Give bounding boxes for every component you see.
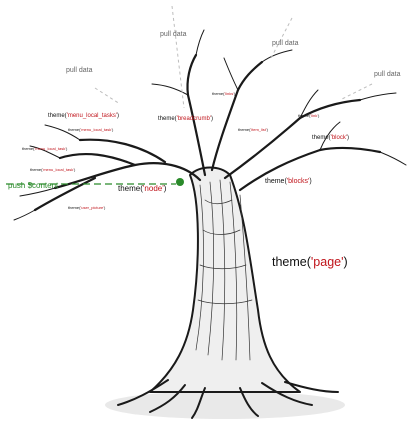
theme-close: ) [74,167,76,172]
theme-user-picture: theme('user_picture') [68,205,106,210]
pull-data-label-4: pull data [374,71,401,78]
tree-roots [117,379,339,419]
theme-menu-local-task-c: theme('menu_local_task') [30,167,76,172]
theme-close: ) [104,205,106,210]
theme-close: ) [318,113,320,118]
theme-fn: theme( [212,91,225,96]
push-target-marker [176,178,184,186]
theme-fn: theme( [30,167,43,172]
theme-fn: theme( [22,146,35,151]
theme-close: ) [211,116,213,122]
theme-node: theme('node') [118,184,167,193]
pull-arrow-3 [269,17,293,61]
theme-close: ) [117,113,119,119]
theme-breadcrumb: theme('breadcrumb') [158,116,213,122]
tree-branches [33,53,382,212]
theme-close: ) [112,127,114,132]
ground-shadow [105,391,345,419]
theme-close: ) [234,91,236,96]
pull-data-label-3: pull data [272,40,299,47]
theme-fn: theme( [68,205,81,210]
theme-fn: theme( [238,127,251,132]
theme-arg: 'links' [224,91,234,96]
push-content-label: push $content [8,181,59,190]
theme-links: theme('links') [212,91,236,96]
theme-menu-local-task-b: theme('menu_local_task') [22,146,68,151]
tree-twigs [13,29,407,221]
theme-close: ) [347,135,349,141]
theme-fn: theme( [312,135,331,141]
theme-arg: 'link' [310,113,318,118]
tree-illustration [13,29,407,419]
theme-fn: theme( [272,255,312,269]
pull-data-label-1: pull data [66,67,93,74]
theme-close: ) [164,184,167,193]
theme-block: theme('block') [312,135,349,141]
theme-arg: 'breadcrumb' [177,116,211,122]
theme-arg: 'page' [311,255,344,269]
theme-close: ) [344,255,348,269]
theme-arg: 'menu_local_task' [34,146,66,151]
theme-item-list: theme('item_list') [238,127,269,132]
theme-fn: theme( [48,113,67,119]
theme-fn: theme( [265,178,287,185]
pull-arrow-1 [94,87,121,105]
theme-arg: 'item_list' [250,127,266,132]
theme-close: ) [267,127,269,132]
theme-arg: 'menu_local_tasks' [67,113,117,119]
theme-menu-local-task-a: theme('menu_local_task') [68,127,114,132]
pull-arrows [94,5,373,109]
trunk-hatching [195,179,253,361]
theme-arg: 'block' [331,135,347,141]
theme-arg: 'menu_local_task' [80,127,112,132]
theme-menu-local-tasks: theme('menu_local_tasks') [48,113,119,119]
theme-close: ) [309,178,311,185]
pull-arrow-2 [171,5,185,109]
theme-page: theme('page') [272,255,348,269]
theme-close: ) [66,146,68,151]
theme-fn: theme( [298,113,311,118]
theme-arg: 'blocks' [287,178,310,185]
theme-arg: 'menu_local_task' [42,167,74,172]
theme-fn: theme( [158,116,177,122]
push-arrow [6,178,184,186]
theme-link: theme('link') [298,113,320,118]
theme-blocks: theme('blocks') [265,178,312,185]
theme-fn: theme( [68,127,81,132]
pull-data-label-2: pull data [160,31,187,38]
theme-arg: 'user_picture' [80,205,104,210]
theme-fn: theme( [118,184,143,193]
theme-arg: 'node' [143,184,164,193]
